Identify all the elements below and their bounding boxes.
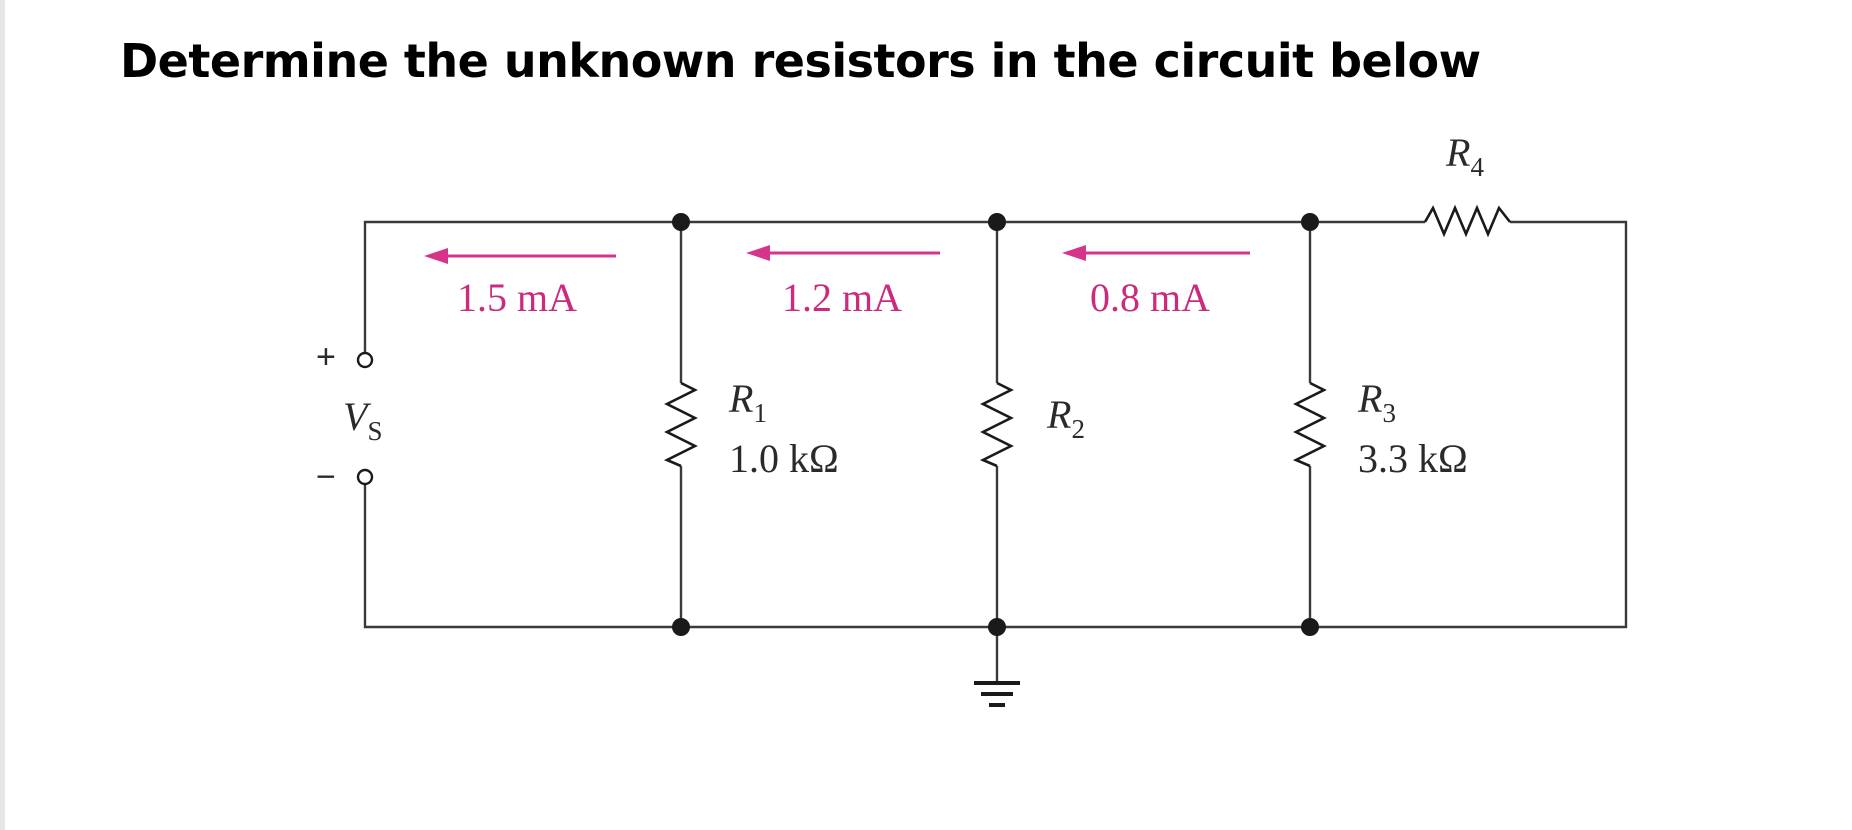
resistor-r4-icon: [1423, 204, 1512, 238]
top-wire-left: [363, 220, 1425, 354]
left-edge-rule: [0, 0, 5, 830]
resistor-r3-icon: [1292, 381, 1327, 468]
ground-icon: [974, 681, 1020, 707]
wires: [363, 220, 1628, 683]
r1-label: R1: [728, 376, 767, 428]
node-dot: [672, 618, 690, 636]
current-arrow-2-icon: [746, 245, 940, 261]
r3-value: 3.3 kΩ: [1358, 436, 1468, 481]
r4-label: R4: [1445, 130, 1484, 182]
node-dot: [672, 213, 690, 231]
source-plus-sign: +: [316, 338, 336, 376]
source-minus-sign: −: [316, 458, 336, 496]
node-dot: [1301, 618, 1319, 636]
source-label: VS: [343, 394, 382, 446]
node-dot: [1301, 213, 1319, 231]
current-arrow-1-icon: [424, 248, 616, 264]
page-title: Determine the unknown resistors in the c…: [120, 34, 1481, 88]
source-terminal-minus: [356, 468, 374, 486]
r1-value: 1.0 kΩ: [729, 436, 839, 481]
current-label-3: 0.8 mA: [1090, 275, 1210, 320]
current-label-2: 1.2 mA: [782, 275, 902, 320]
current-label-1: 1.5 mA: [457, 275, 577, 320]
node-dot: [988, 213, 1006, 231]
r3-label: R3: [1357, 376, 1396, 428]
resistor-r1-icon: [663, 381, 698, 468]
node-dot: [988, 618, 1006, 636]
source-terminal-plus: [356, 351, 374, 369]
resistor-r2-icon: [979, 381, 1014, 468]
r2-label: R2: [1046, 392, 1085, 444]
current-arrow-3-icon: [1062, 245, 1250, 261]
junction-nodes: [672, 213, 1319, 636]
wire-loop-right-bottom: [363, 220, 1628, 629]
